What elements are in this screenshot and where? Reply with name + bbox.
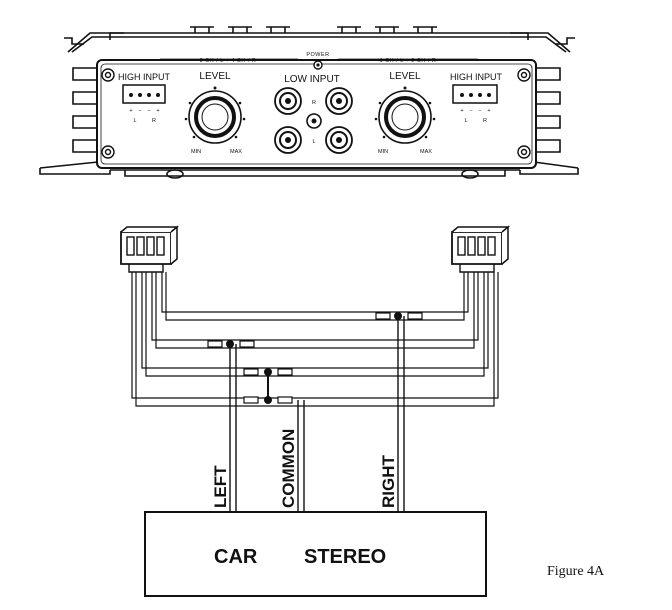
low-input-label: LOW INPUT bbox=[284, 74, 340, 85]
pin-l-right-label: L bbox=[464, 118, 467, 124]
left-plug bbox=[120, 225, 180, 273]
power-label: POWER bbox=[306, 52, 329, 58]
high-input-right-label: HIGH INPUT bbox=[450, 72, 503, 82]
splice-joints bbox=[207, 312, 423, 404]
stereo-word: STEREO bbox=[304, 546, 386, 568]
pin-r-label: R bbox=[152, 118, 156, 124]
pin-r-right-label: R bbox=[483, 118, 487, 124]
pin-l-label: L bbox=[133, 118, 136, 124]
wiring-harness: LEFT COMMON RIGHT bbox=[120, 225, 511, 512]
harness-wires bbox=[131, 272, 499, 407]
min-right-label: MIN bbox=[378, 149, 388, 155]
right-plug bbox=[451, 225, 511, 273]
high-input-left-connector[interactable] bbox=[122, 84, 166, 104]
level-right-label: LEVEL bbox=[389, 71, 421, 82]
figure-caption: Figure 4A bbox=[547, 564, 605, 579]
mounting-flange bbox=[39, 161, 579, 179]
right-bank-label: 1 CH / L + 2 CH / R bbox=[380, 58, 437, 64]
pin-sign-7: − bbox=[478, 108, 481, 114]
max-left-label: MAX bbox=[230, 149, 242, 155]
pin-sign-6: − bbox=[469, 108, 472, 114]
min-left-label: MIN bbox=[191, 149, 201, 155]
car-word: CAR bbox=[214, 546, 258, 568]
left-bank-label: 3 CH / L + 4 CH / R bbox=[200, 58, 257, 64]
level-left-knob[interactable] bbox=[184, 86, 246, 144]
car-stereo-unit: CAR STEREO bbox=[144, 511, 487, 597]
panel-screws bbox=[101, 68, 531, 159]
channel-r-label: R bbox=[312, 100, 316, 106]
pin-sign-4: + bbox=[156, 108, 159, 114]
high-input-right-connector[interactable] bbox=[452, 84, 498, 104]
pin-sign-8: + bbox=[487, 108, 490, 114]
pin-sign-5: + bbox=[460, 108, 463, 114]
common-wire-label: COMMON bbox=[279, 429, 298, 508]
pin-sign-1: + bbox=[129, 108, 132, 114]
max-right-label: MAX bbox=[420, 149, 432, 155]
power-led bbox=[313, 60, 323, 70]
right-wire-label: RIGHT bbox=[379, 455, 398, 509]
amplifier-front-view: 3 CH / L + 4 CH / R 1 CH / L + 2 CH / R … bbox=[39, 26, 579, 179]
stereo-leads bbox=[229, 316, 405, 512]
level-right-knob[interactable] bbox=[374, 86, 436, 144]
pin-sign-3: − bbox=[147, 108, 150, 114]
level-left-label: LEVEL bbox=[199, 71, 231, 82]
channel-l-label: L bbox=[312, 139, 315, 145]
left-wire-label: LEFT bbox=[211, 465, 230, 508]
low-input-jacks[interactable] bbox=[274, 87, 353, 154]
heatsink-fins-top bbox=[64, 26, 575, 53]
heatsink-fins-side bbox=[72, 67, 561, 153]
pin-sign-2: − bbox=[138, 108, 141, 114]
high-input-left-label: HIGH INPUT bbox=[118, 72, 171, 82]
